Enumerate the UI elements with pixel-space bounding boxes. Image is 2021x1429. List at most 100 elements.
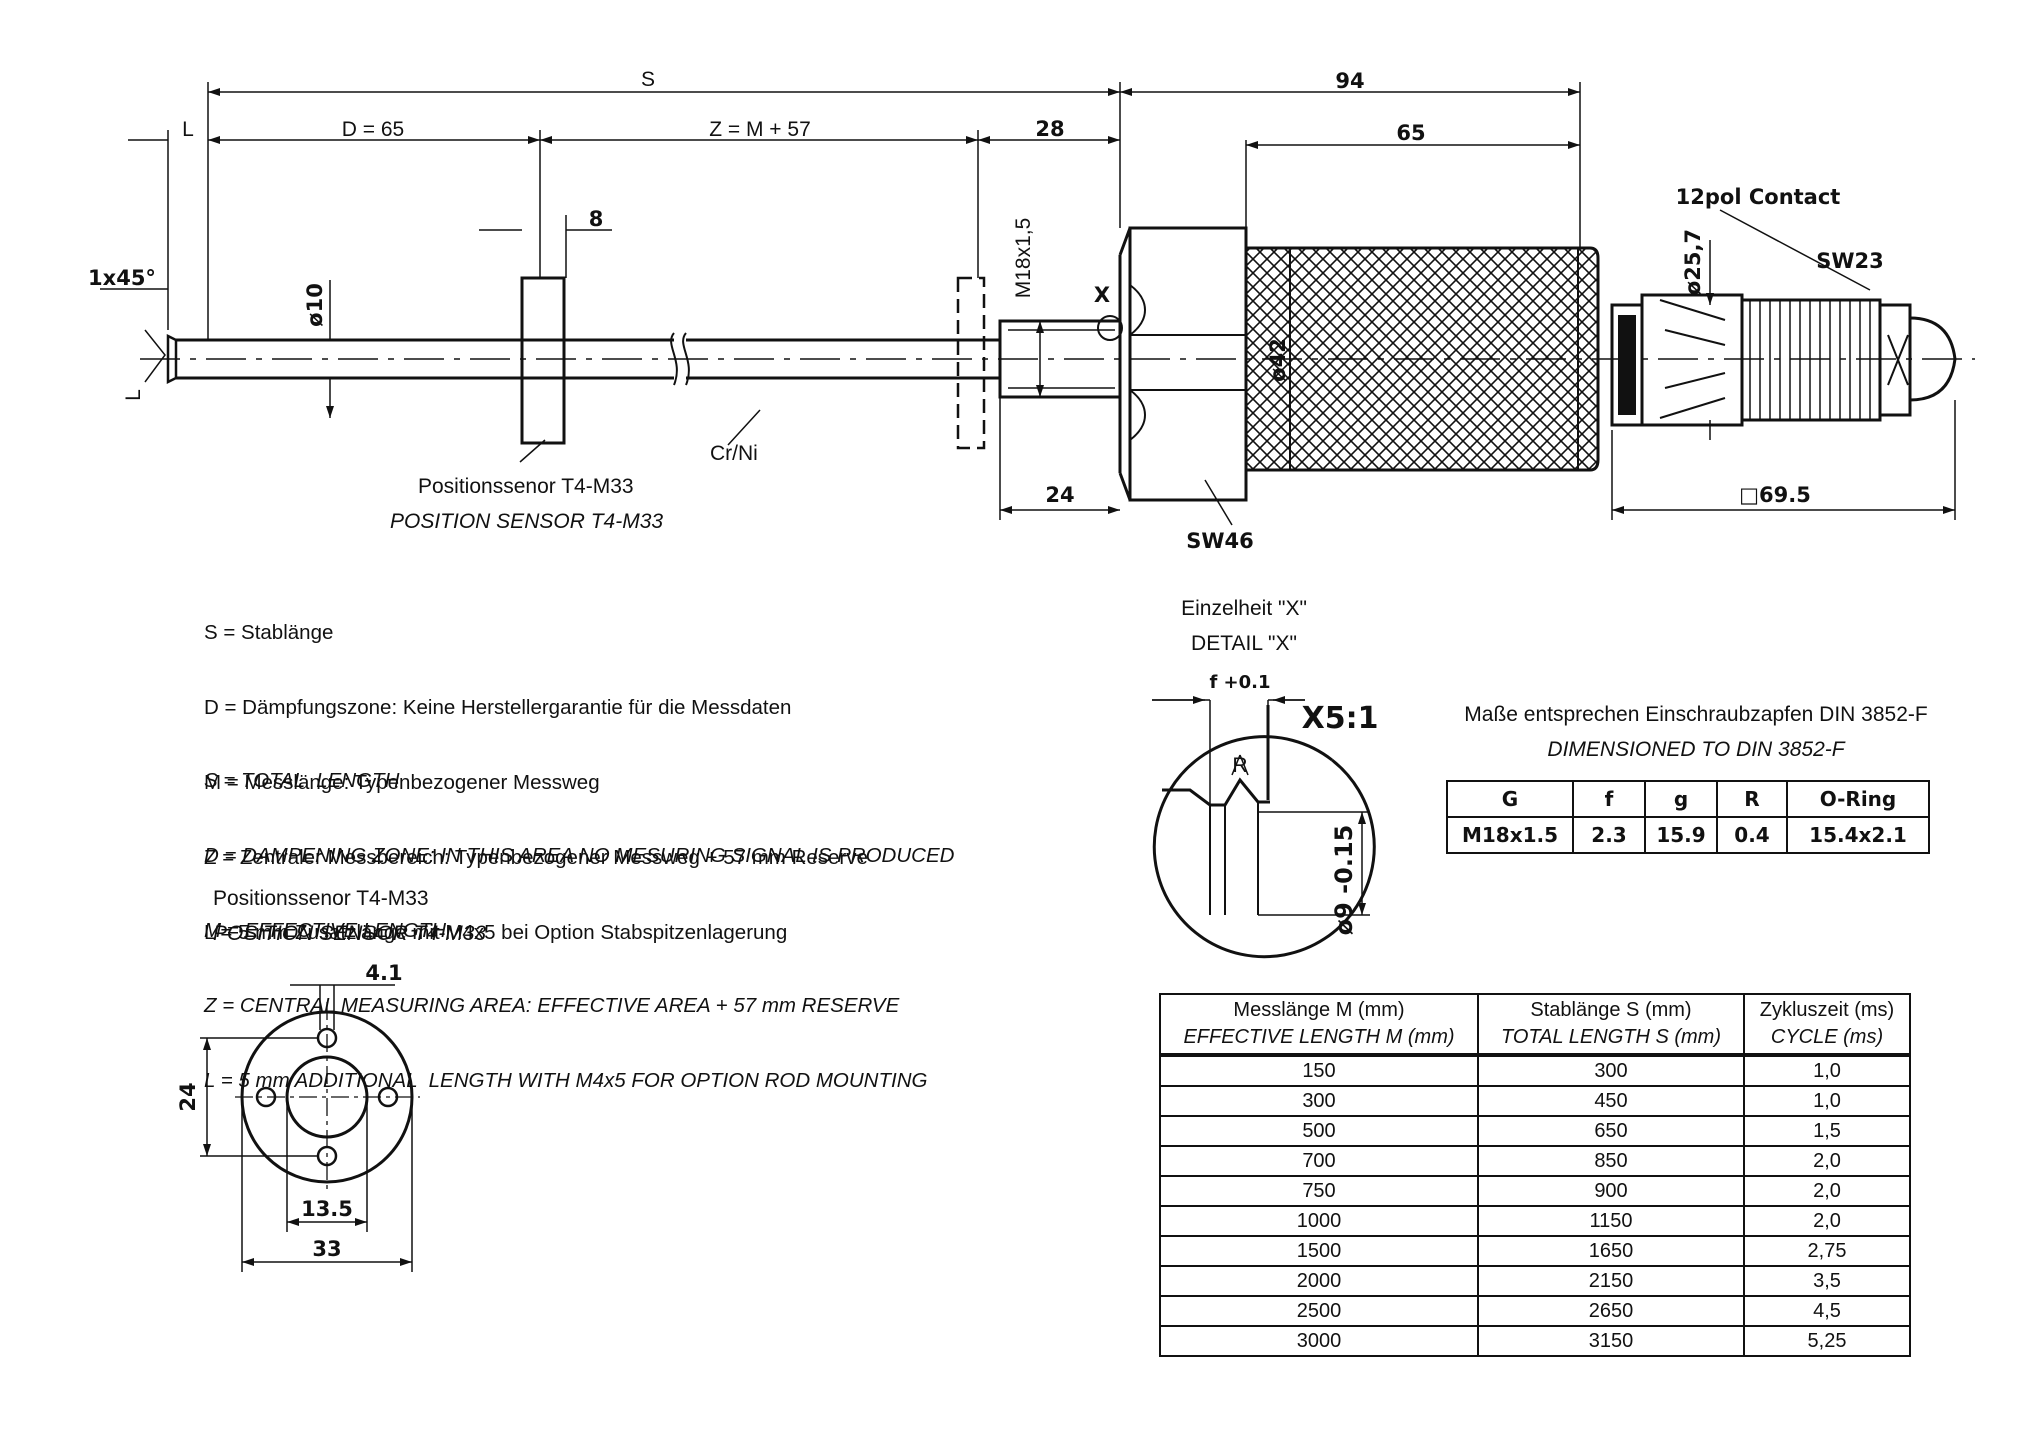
cell-s: 300: [1477, 1054, 1745, 1087]
main-side-view: [100, 82, 1975, 526]
detail-x-mark: X: [1094, 283, 1110, 307]
cell-s: 1650: [1477, 1235, 1745, 1267]
legend-de-line: D = Dämpfungszone: Keine Herstellergaran…: [204, 696, 792, 719]
din-cell: 2.3: [1572, 816, 1646, 854]
detail-f-tolerance: f +0.1: [1209, 672, 1270, 693]
din-cell: 15.9: [1644, 816, 1718, 854]
detail-scale: X5:1: [1302, 701, 1379, 736]
sensor-front-view-labels: Positionssenor T4-M33 POSITION SENSOR T4…: [176, 887, 486, 1261]
din-note-en: DIMENSIONED TO DIN 3852-F: [1547, 738, 1845, 761]
cell-cycle: 1,0: [1743, 1085, 1911, 1117]
cell-s: 650: [1477, 1115, 1745, 1147]
dim-8: 8: [589, 207, 604, 231]
legend-de-line: Z = Zentraler Messbereich: Typenbezogene…: [204, 846, 868, 869]
cell-m: 2000: [1159, 1265, 1479, 1297]
dim-sq69-5: □69.5: [1739, 483, 1811, 507]
detail-x-labels: Einzelheit "X" DETAIL "X" f +0.1 X5:1 R …: [1181, 597, 1378, 935]
detail-x-circle: [1097, 315, 1123, 341]
din-table-header: G f g R O-Ring: [1446, 780, 1930, 818]
length-table-header: Messlänge M (mm) EFFECTIVE LENGTH M (mm)…: [1159, 993, 1911, 1057]
crni-label: Cr/Ni: [710, 442, 758, 465]
legend-en-line: L = 5 mm ADDITIONAL LENGTH WITH M4x5 FOR…: [204, 1069, 928, 1092]
cell-s: 2650: [1477, 1295, 1745, 1327]
din-col-g-small: g: [1644, 780, 1718, 818]
dim-z: Z = M + 57: [709, 118, 811, 141]
cell-s: 450: [1477, 1085, 1745, 1117]
legend-en-line: D = DAMPENING ZONE: IN THIS AREA NO MESU…: [204, 844, 955, 867]
din-col-g: G: [1446, 780, 1574, 818]
header-de: Stablänge S (mm): [1530, 999, 1692, 1021]
cell-cycle: 2,0: [1743, 1175, 1911, 1207]
cell-cycle: 4,5: [1743, 1295, 1911, 1327]
dim-65: 65: [1396, 121, 1425, 145]
legend-german: S = Stablänge D = Dämpfungszone: Keine H…: [204, 570, 868, 970]
dim-l-side: L: [122, 389, 145, 401]
cell-s: 2150: [1477, 1265, 1745, 1297]
detail-radius: R: [1232, 754, 1247, 777]
din-cell: 0.4: [1716, 816, 1788, 854]
header-en: EFFECTIVE LENGTH M (mm): [1183, 1026, 1455, 1048]
collar-dashed: [956, 276, 986, 450]
cell-m: 2500: [1159, 1295, 1479, 1327]
connector-body: [1640, 293, 1744, 427]
dim-33: 33: [312, 1237, 341, 1261]
legend-en-line: Z = CENTRAL MEASURING AREA: EFFECTIVE AR…: [204, 994, 900, 1017]
cell-cycle: 2,0: [1743, 1205, 1911, 1237]
dim-thread: M18x1,5: [1012, 218, 1035, 299]
connector-cap: [1909, 316, 1957, 402]
hex-nut: [1128, 226, 1248, 502]
din-note-de: Maße entsprechen Einschraubzapfen DIN 38…: [1464, 703, 1928, 726]
din-col-oring: O-Ring: [1786, 780, 1930, 818]
rod-tip: [166, 333, 178, 385]
cell-m: 3000: [1159, 1325, 1479, 1357]
legend-de-line: S = Stablänge: [204, 621, 334, 644]
detail-title-de: Einzelheit "X": [1181, 597, 1307, 620]
header-en: TOTAL LENGTH S (mm): [1500, 1026, 1722, 1048]
dim-13-5: 13.5: [301, 1197, 353, 1221]
dim-sw46: SW46: [1186, 529, 1254, 553]
col-effective-length: Messlänge M (mm) EFFECTIVE LENGTH M (mm): [1159, 993, 1479, 1057]
detail-title-en: DETAIL "X": [1191, 632, 1297, 655]
main-view-labels: S L D = 65 Z = M + 57 28 94 65 8 1x45° ø…: [88, 68, 1884, 553]
detail-phi9: ø9 -0.15: [1330, 825, 1358, 936]
dim-chamfer: 1x45°: [88, 266, 156, 290]
knurled-housing: [1244, 246, 1600, 472]
col-cycle: Zykluszeit (ms) CYCLE (ms): [1743, 993, 1911, 1057]
sensor-view-title-en: POSITION SENSOR T4-M33: [213, 922, 486, 945]
dim-28: 28: [1035, 117, 1064, 141]
legend-en-line: S = TOTAL LENGTH: [204, 769, 400, 792]
dim-24: 24: [1045, 483, 1074, 507]
dim-phi25-7: ø25,7: [1681, 229, 1705, 295]
cell-s: 850: [1477, 1145, 1745, 1177]
dim-d: D = 65: [342, 118, 404, 141]
col-total-length: Stablänge S (mm) TOTAL LENGTH S (mm): [1477, 993, 1745, 1057]
cell-m: 150: [1159, 1054, 1479, 1087]
extension-lines: [167, 82, 1956, 520]
sensor-front-view: [200, 984, 420, 1272]
dim-l-top: L: [182, 118, 194, 141]
sensor-view-title-de: Positionssenor T4-M33: [213, 887, 429, 910]
cell-s: 1150: [1477, 1205, 1745, 1237]
din-col-f: f: [1572, 780, 1646, 818]
dim-4-1: 4.1: [365, 961, 402, 985]
din-thread-table: G f g R O-Ring M18x1.5 2.3 15.9 0.4 15.4…: [1446, 780, 1930, 854]
legend-en-line: M = EFFECTIVE LENGTH: [204, 919, 447, 942]
din-table-row: M18x1.5 2.3 15.9 0.4 15.4x2.1: [1446, 816, 1930, 854]
cell-m: 700: [1159, 1145, 1479, 1177]
dim-sensor-24: 24: [176, 1082, 200, 1111]
din-cell: M18x1.5: [1446, 816, 1574, 854]
cell-s: 3150: [1477, 1325, 1745, 1357]
din-col-r: R: [1716, 780, 1788, 818]
cell-cycle: 1,5: [1743, 1115, 1911, 1147]
